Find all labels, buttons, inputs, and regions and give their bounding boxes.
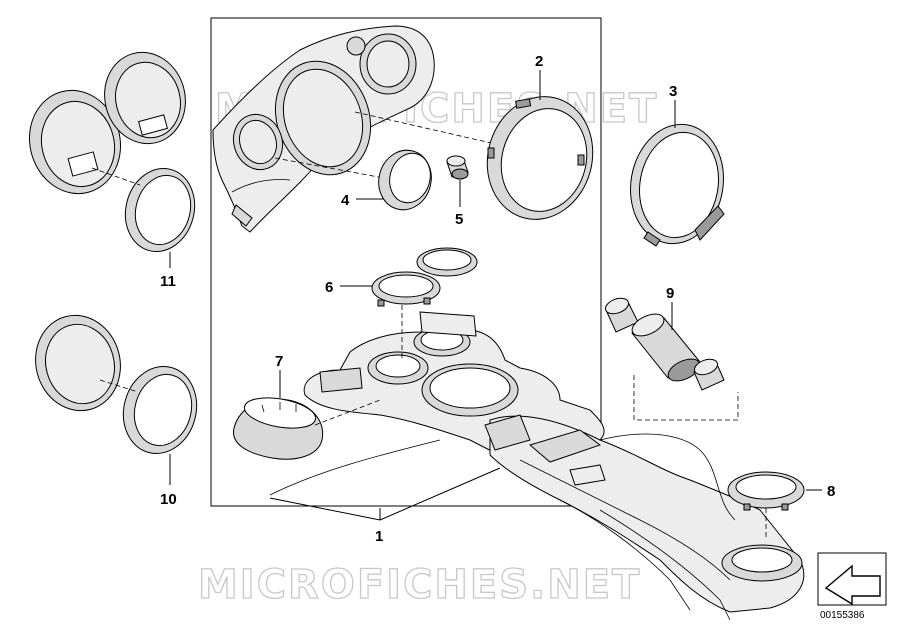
leader-ring-7	[314, 399, 381, 426]
direction-arrow-icon	[824, 564, 881, 606]
callout-1: 1	[375, 528, 383, 545]
part-6-trim-rings	[371, 247, 478, 307]
leader-gauge-11	[91, 167, 141, 186]
console-tunnel	[484, 414, 805, 621]
part-3-ring	[630, 123, 725, 247]
callout-11: 11	[160, 273, 176, 290]
part-7-console-ring	[233, 397, 324, 460]
callout-4: 4	[341, 192, 350, 209]
part-9-sleeve-set	[604, 297, 725, 391]
part-4-gauge-ring	[378, 149, 432, 211]
watermark-bottom: MICROFICHES.NET	[198, 562, 641, 608]
instrument-panel-housing	[212, 25, 435, 233]
callout-5: 5	[455, 211, 463, 228]
diagram-number: 00155386	[820, 610, 865, 621]
callout-2: 2	[535, 53, 543, 70]
part-5-sleeve	[446, 155, 469, 180]
callout-3: 3	[669, 83, 677, 100]
orientation-arrow-box	[817, 552, 887, 606]
callout-6: 6	[325, 279, 333, 296]
leader-gauge-10	[99, 379, 139, 393]
part-2-cluster-ring	[486, 96, 594, 220]
part-8-ring	[727, 471, 805, 511]
callout-10: 10	[160, 491, 177, 508]
leader-sleeve-9	[633, 375, 739, 421]
callout-leader-1	[269, 467, 501, 521]
leader-housing-to-ring-4	[274, 157, 396, 181]
leader-housing-to-ring-2	[354, 111, 501, 146]
part-11-twin-gauge	[28, 51, 196, 253]
part-10-single-gauge	[35, 314, 198, 455]
callout-8: 8	[827, 483, 835, 500]
assembly-frame	[210, 17, 602, 507]
callout-7: 7	[275, 353, 283, 370]
callout-9: 9	[666, 285, 674, 302]
